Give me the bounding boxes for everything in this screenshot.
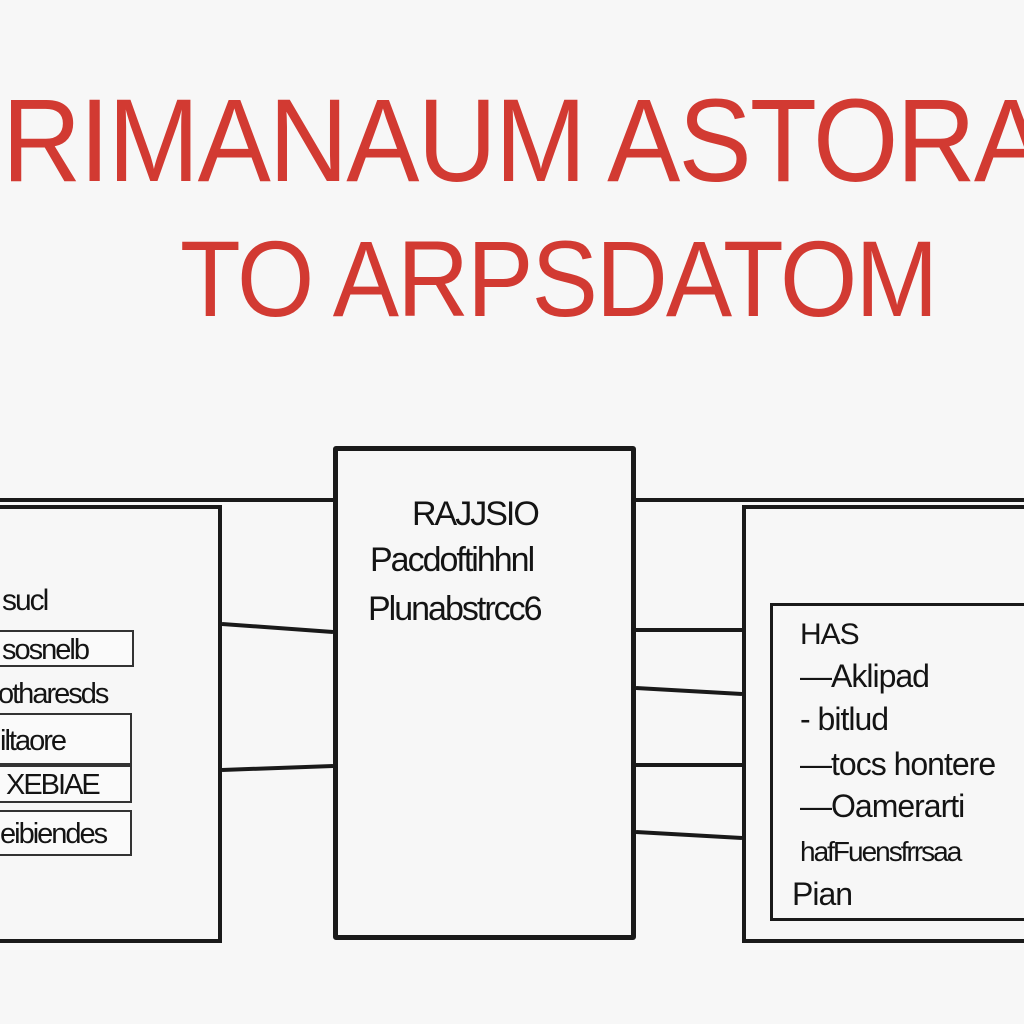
center-box xyxy=(333,446,636,940)
right-item-4-label: Oamerarti xyxy=(831,788,965,824)
left-row-1-label: sosnelb xyxy=(2,634,90,666)
left-row-4-label: XEBIAE xyxy=(6,769,101,801)
center-line-2: Pacdoftihhnl xyxy=(370,541,535,579)
left-row-1: sosnelb xyxy=(0,630,134,667)
bullet-dash: — xyxy=(800,746,832,782)
right-item-1: —Aklipad xyxy=(800,658,930,694)
right-item-5-label: hafFuensfrrsaa xyxy=(800,836,962,867)
left-row-5: eibiendes xyxy=(0,810,132,856)
bullet-dash: — xyxy=(800,788,832,824)
left-row-3-label: iltaore xyxy=(0,725,67,757)
right-item-2: - bitlud xyxy=(800,701,889,737)
right-item-3-label: tocs hontere xyxy=(831,746,996,782)
connector-right-4 xyxy=(635,830,743,840)
connector-left-2 xyxy=(221,764,334,772)
bullet-dash: — xyxy=(800,658,832,694)
right-item-1-label: Aklipad xyxy=(831,658,930,694)
left-box-heading: sucl xyxy=(2,584,49,617)
right-box xyxy=(742,505,1024,943)
title-line-1: RIMANAUM ASTORAPA xyxy=(2,75,1024,207)
right-item-4: —Oamerarti xyxy=(800,788,965,824)
left-row-3: iltaore xyxy=(0,713,132,765)
left-row-2-label: otharesds xyxy=(0,678,109,710)
center-line-3: Plunabstrcc6 xyxy=(368,590,543,628)
connector-right-2 xyxy=(635,686,743,696)
connector-left-1 xyxy=(221,622,334,634)
right-box-heading: HAS xyxy=(800,618,860,651)
right-item-3: —tocs hontere xyxy=(800,746,996,782)
left-row-4: XEBIAE xyxy=(0,765,132,803)
bullet-dash: - xyxy=(800,701,818,737)
center-line-1: RAJJSIO xyxy=(412,495,540,533)
left-row-5-label: eibiendes xyxy=(0,818,108,850)
title-line-2: TO ARPSDATOM xyxy=(180,218,938,339)
right-inner-panel xyxy=(770,603,1024,921)
right-item-6-label: Pian xyxy=(792,876,853,912)
right-item-2-label: bitlud xyxy=(817,701,889,737)
